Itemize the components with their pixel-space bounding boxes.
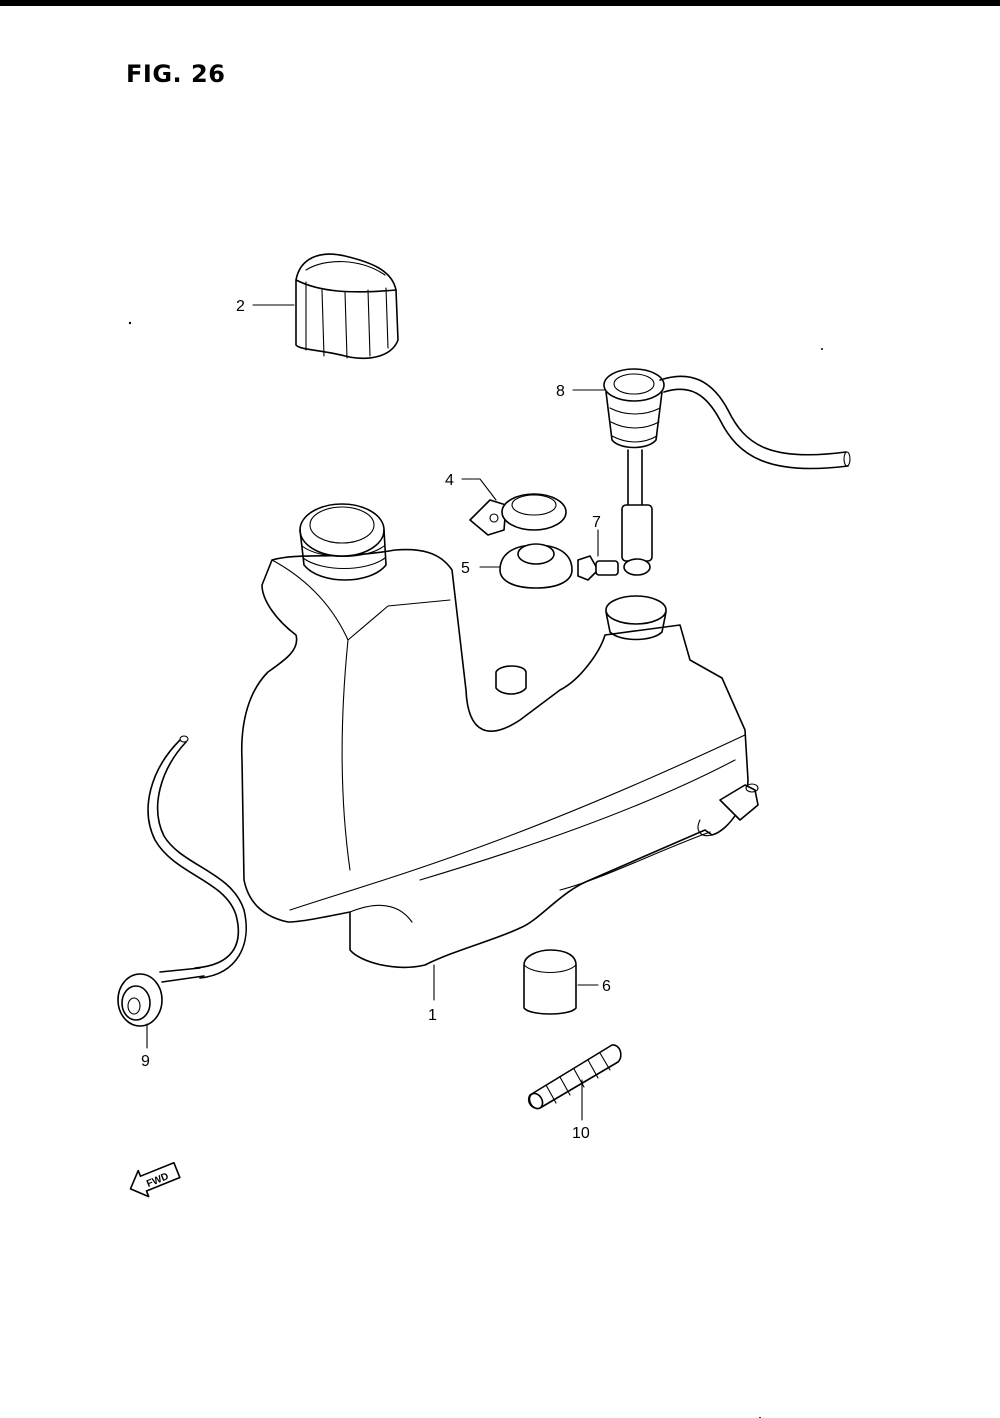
figure-title: FIG. 26 xyxy=(126,60,226,88)
callout-6[interactable]: 6 xyxy=(602,978,611,995)
callout-10[interactable]: 10 xyxy=(572,1125,590,1142)
callout-2[interactable]: 2 xyxy=(236,298,245,315)
part-6-cap[interactable] xyxy=(523,949,577,1015)
part-4-bracket-grommet[interactable] xyxy=(469,493,567,536)
part-10-spiral-tube[interactable] xyxy=(527,1044,622,1111)
callout-1[interactable]: 1 xyxy=(428,1007,437,1024)
part-9-level-switch[interactable] xyxy=(117,735,247,1027)
callout-7[interactable]: 7 xyxy=(592,514,601,531)
part-1-oil-tank[interactable] xyxy=(240,503,759,969)
callout-4[interactable]: 4 xyxy=(445,472,454,489)
fwd-arrow: FWD xyxy=(129,1161,181,1198)
part-5-grommet[interactable] xyxy=(499,543,573,589)
leader-4 xyxy=(461,478,497,501)
page-top-border xyxy=(0,0,1000,6)
callout-8[interactable]: 8 xyxy=(556,383,565,400)
part-2-tank-cap[interactable] xyxy=(295,253,399,360)
callout-9[interactable]: 9 xyxy=(141,1053,150,1070)
callout-5[interactable]: 5 xyxy=(461,560,470,577)
part-8-oil-gauge[interactable] xyxy=(603,368,851,576)
part-7-bolt[interactable] xyxy=(577,555,619,581)
